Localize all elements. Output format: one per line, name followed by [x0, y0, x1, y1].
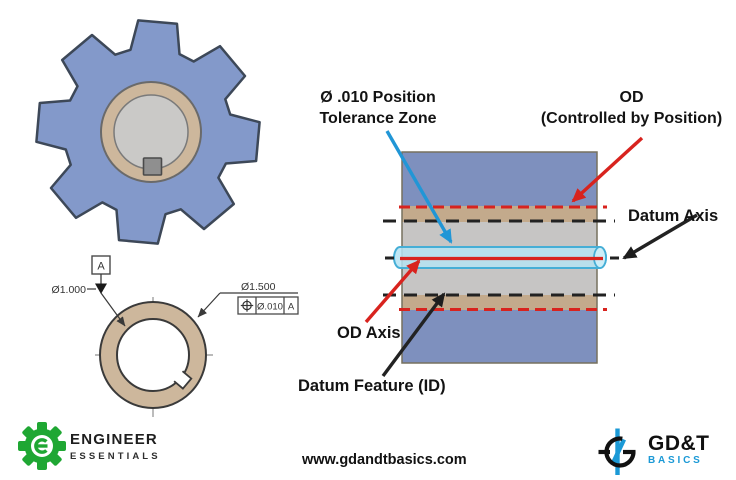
drawing-inner-circle [116, 318, 190, 392]
basics-text: BASICS [648, 455, 703, 466]
engineer-text: ENGINEER [70, 431, 158, 448]
essentials-text: ESSENTIALS [70, 451, 161, 462]
gdt-text: GD&T [648, 432, 710, 455]
engineer-essentials-wordmark: ENGINEER ESSENTIALS [70, 431, 161, 462]
od-label: OD (Controlled by Position) [527, 87, 736, 129]
datum-feature-label: Datum Feature (ID) [298, 377, 446, 395]
bore-leader [100, 292, 126, 327]
od-dimension-text: Ø1.500 [241, 281, 276, 293]
datum-axis-label: Datum Axis [628, 207, 719, 225]
hub-material-bottom [402, 295, 597, 310]
datum-axis-arrow [622, 213, 698, 260]
tolerance-zone-label-line2: Tolerance Zone [319, 110, 437, 127]
website-text: www.gdandtbasics.com [302, 452, 467, 468]
technical-drawing: A Ø1.000 Ø1.500 Ø.010 A [52, 255, 299, 417]
od-axis-arrow [364, 259, 421, 324]
datum-triangle [95, 283, 107, 294]
gdt-basics-position-icon [598, 428, 636, 475]
tolerance-zone-label-line1: Ø .010 Position [320, 89, 436, 106]
tolerance-zone-arrow [385, 130, 453, 244]
section-diagram [364, 130, 698, 378]
datum-feature-arrow [381, 292, 446, 378]
od-leader [197, 292, 221, 318]
gdt-basics-wordmark: GD&T BASICS [648, 433, 710, 466]
position-symbol-icon [240, 299, 254, 312]
od-material-bottom [402, 310, 597, 363]
icon-diagonal-stroke [611, 438, 626, 463]
hub-material-top [402, 206, 597, 222]
feature-control-frame: Ø.010 A [237, 296, 299, 315]
tolerance-zone-label: Ø .010 Position Tolerance Zone [303, 87, 453, 129]
bore-dimension-text: Ø1.000 [52, 284, 87, 296]
fcf-tolerance-text: Ø.010 [257, 302, 283, 313]
engineer-essentials-gear-icon [18, 422, 66, 470]
fcf-datum-text: A [288, 302, 295, 313]
gear-illustration [35, 19, 261, 245]
datum-flag-letter: A [97, 261, 105, 273]
od-arrow [571, 136, 644, 203]
keyway [142, 157, 163, 176]
od-label-line2: (Controlled by Position) [540, 110, 723, 127]
od-material-top [402, 152, 597, 206]
keyway-notch-outline [173, 370, 193, 390]
od-axis-label: OD Axis [337, 324, 401, 342]
letter-e-glyph [34, 438, 48, 454]
od-label-line1: OD [619, 89, 644, 106]
icon-g-circle [604, 436, 636, 468]
